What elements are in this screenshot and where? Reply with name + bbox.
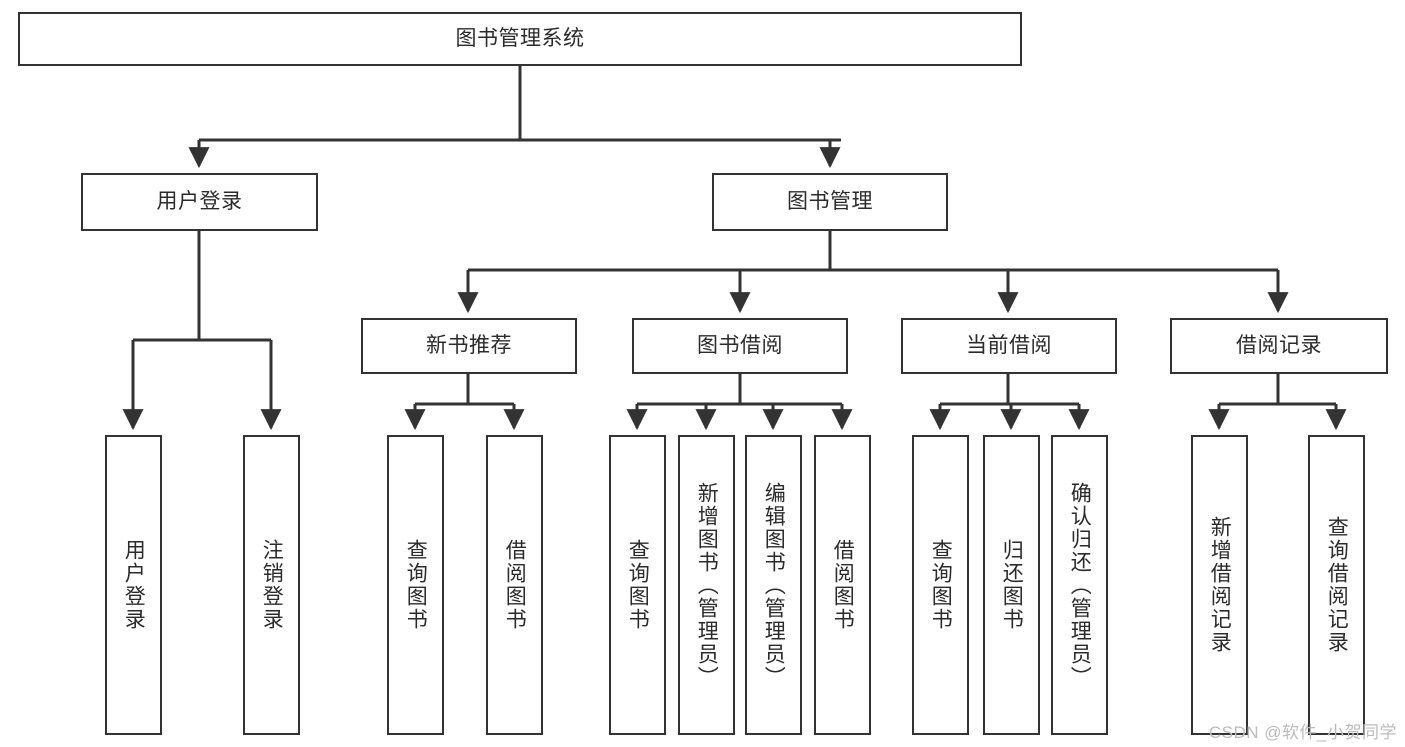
node-new-book-recommend-label: 新书推荐 xyxy=(426,333,512,357)
node-leaf-user-login[interactable]: 用户登录 xyxy=(105,435,162,735)
connector-user-login-to-leaves xyxy=(122,231,282,431)
connector-book-borrow-to-leaves xyxy=(626,374,853,431)
node-borrow-record-label: 借阅记录 xyxy=(1236,333,1322,357)
node-leaf-query-book-rec[interactable]: 查询图书 xyxy=(387,435,444,735)
connector-new-book-recommend-to-leaves xyxy=(404,374,525,431)
connector-current-borrow-to-leaves xyxy=(929,374,1090,431)
node-leaf-confirm-return-admin-label: 确认归还（管理员） xyxy=(1068,481,1092,689)
node-leaf-query-borrow-record-label: 查询借阅记录 xyxy=(1325,516,1349,654)
node-leaf-query-book-cur[interactable]: 查询图书 xyxy=(912,435,969,735)
node-book-manage[interactable]: 图书管理 xyxy=(712,173,948,231)
node-leaf-edit-book-admin[interactable]: 编辑图书（管理员） xyxy=(745,435,802,735)
node-leaf-borrow-book-label: 借阅图书 xyxy=(831,539,855,631)
node-current-borrow[interactable]: 当前借阅 xyxy=(901,318,1117,374)
node-leaf-query-book-cur-label: 查询图书 xyxy=(929,539,953,631)
node-leaf-user-logout-label: 注销登录 xyxy=(260,539,284,631)
node-leaf-user-logout[interactable]: 注销登录 xyxy=(243,435,300,735)
node-leaf-query-book-rec-label: 查询图书 xyxy=(404,539,428,631)
node-leaf-query-borrow-record[interactable]: 查询借阅记录 xyxy=(1308,435,1365,735)
node-borrow-record[interactable]: 借阅记录 xyxy=(1170,318,1388,374)
node-leaf-add-book-admin[interactable]: 新增图书（管理员） xyxy=(678,435,735,735)
node-leaf-add-borrow-record[interactable]: 新增借阅记录 xyxy=(1191,435,1248,735)
node-user-login-label: 用户登录 xyxy=(156,189,243,213)
node-leaf-borrow-book-rec-label: 借阅图书 xyxy=(503,539,527,631)
node-leaf-query-book-borrow[interactable]: 查询图书 xyxy=(609,435,666,735)
node-root[interactable]: 图书管理系统 xyxy=(18,12,1022,66)
node-book-manage-label: 图书管理 xyxy=(787,189,873,213)
node-leaf-add-book-admin-label: 新增图书（管理员） xyxy=(695,481,719,689)
node-leaf-edit-book-admin-label: 编辑图书（管理员） xyxy=(762,481,786,689)
node-leaf-add-borrow-record-label: 新增借阅记录 xyxy=(1208,516,1232,654)
node-leaf-return-book[interactable]: 归还图书 xyxy=(983,435,1040,735)
node-book-borrow-label: 图书借阅 xyxy=(697,333,783,357)
watermark: CSDN @软件_小贺同学 xyxy=(1208,723,1397,742)
node-leaf-borrow-book[interactable]: 借阅图书 xyxy=(814,435,871,735)
node-book-borrow[interactable]: 图书借阅 xyxy=(632,318,848,374)
node-root-label: 图书管理系统 xyxy=(455,26,585,50)
connector-borrow-record-to-leaves xyxy=(1208,374,1347,431)
node-leaf-borrow-book-rec[interactable]: 借阅图书 xyxy=(486,435,543,735)
connector-book-manage-to-level3 xyxy=(457,231,1289,314)
node-leaf-user-login-label: 用户登录 xyxy=(122,539,146,631)
node-leaf-query-book-borrow-label: 查询图书 xyxy=(626,539,650,631)
node-current-borrow-label: 当前借阅 xyxy=(966,333,1052,357)
node-user-login[interactable]: 用户登录 xyxy=(81,173,318,231)
node-leaf-return-book-label: 归还图书 xyxy=(1000,539,1024,631)
node-new-book-recommend[interactable]: 新书推荐 xyxy=(361,318,577,374)
connector-root-to-level2 xyxy=(188,66,841,169)
node-leaf-confirm-return-admin[interactable]: 确认归还（管理员） xyxy=(1051,435,1108,735)
